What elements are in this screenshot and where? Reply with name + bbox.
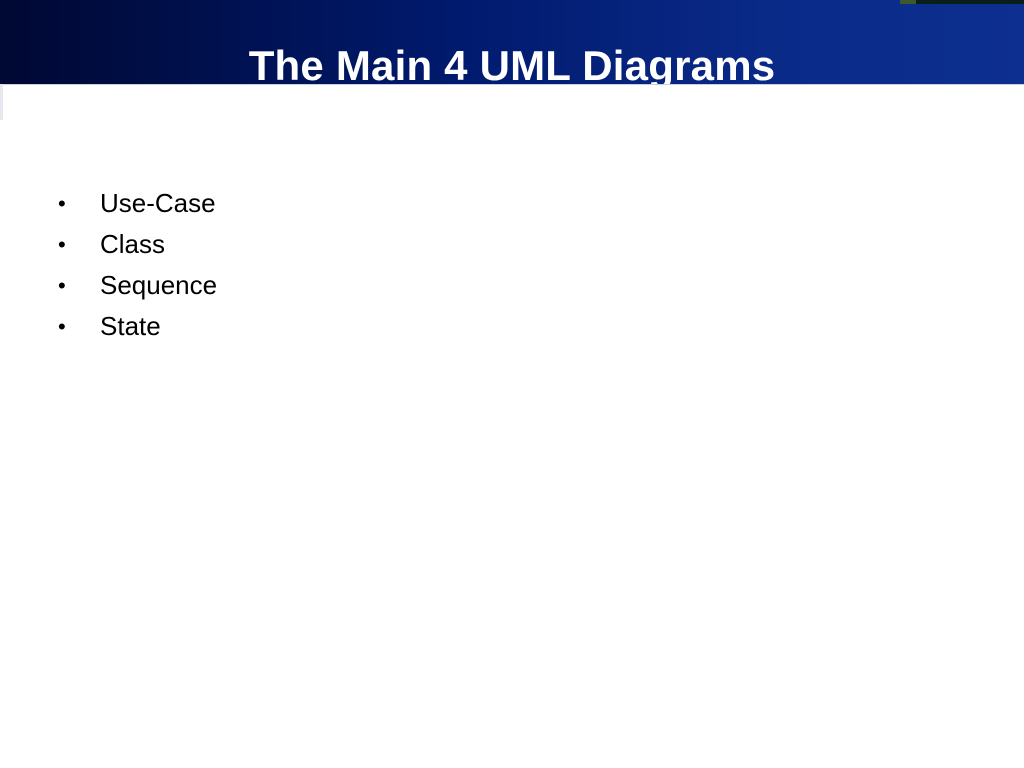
bullet-item-use-case: • Use-Case [58, 183, 217, 224]
bullet-icon: • [58, 190, 66, 216]
bullet-label: Sequence [100, 270, 218, 300]
corner-mark-accent [900, 0, 916, 4]
slide-title: The Main 4 UML Diagrams [248, 42, 776, 84]
title-band-divider [0, 84, 1024, 85]
bullet-icon: • [58, 272, 66, 298]
bullet-icon: • [58, 231, 66, 257]
bullet-label: Use-Case [100, 188, 216, 218]
bullet-icon: • [58, 313, 66, 339]
bullet-item-state: • State [58, 306, 217, 347]
bullet-item-class: • Class [58, 224, 217, 265]
left-edge-accent [0, 84, 3, 120]
bullet-label: Class [100, 229, 166, 259]
bullet-item-sequence: • Sequence [58, 265, 217, 306]
bullet-list: • Use-Case • Class • Sequence • State [58, 183, 217, 347]
corner-mark [900, 0, 1024, 4]
title-band: The Main 4 UML Diagrams [0, 0, 1024, 84]
bullet-label: State [100, 311, 161, 341]
